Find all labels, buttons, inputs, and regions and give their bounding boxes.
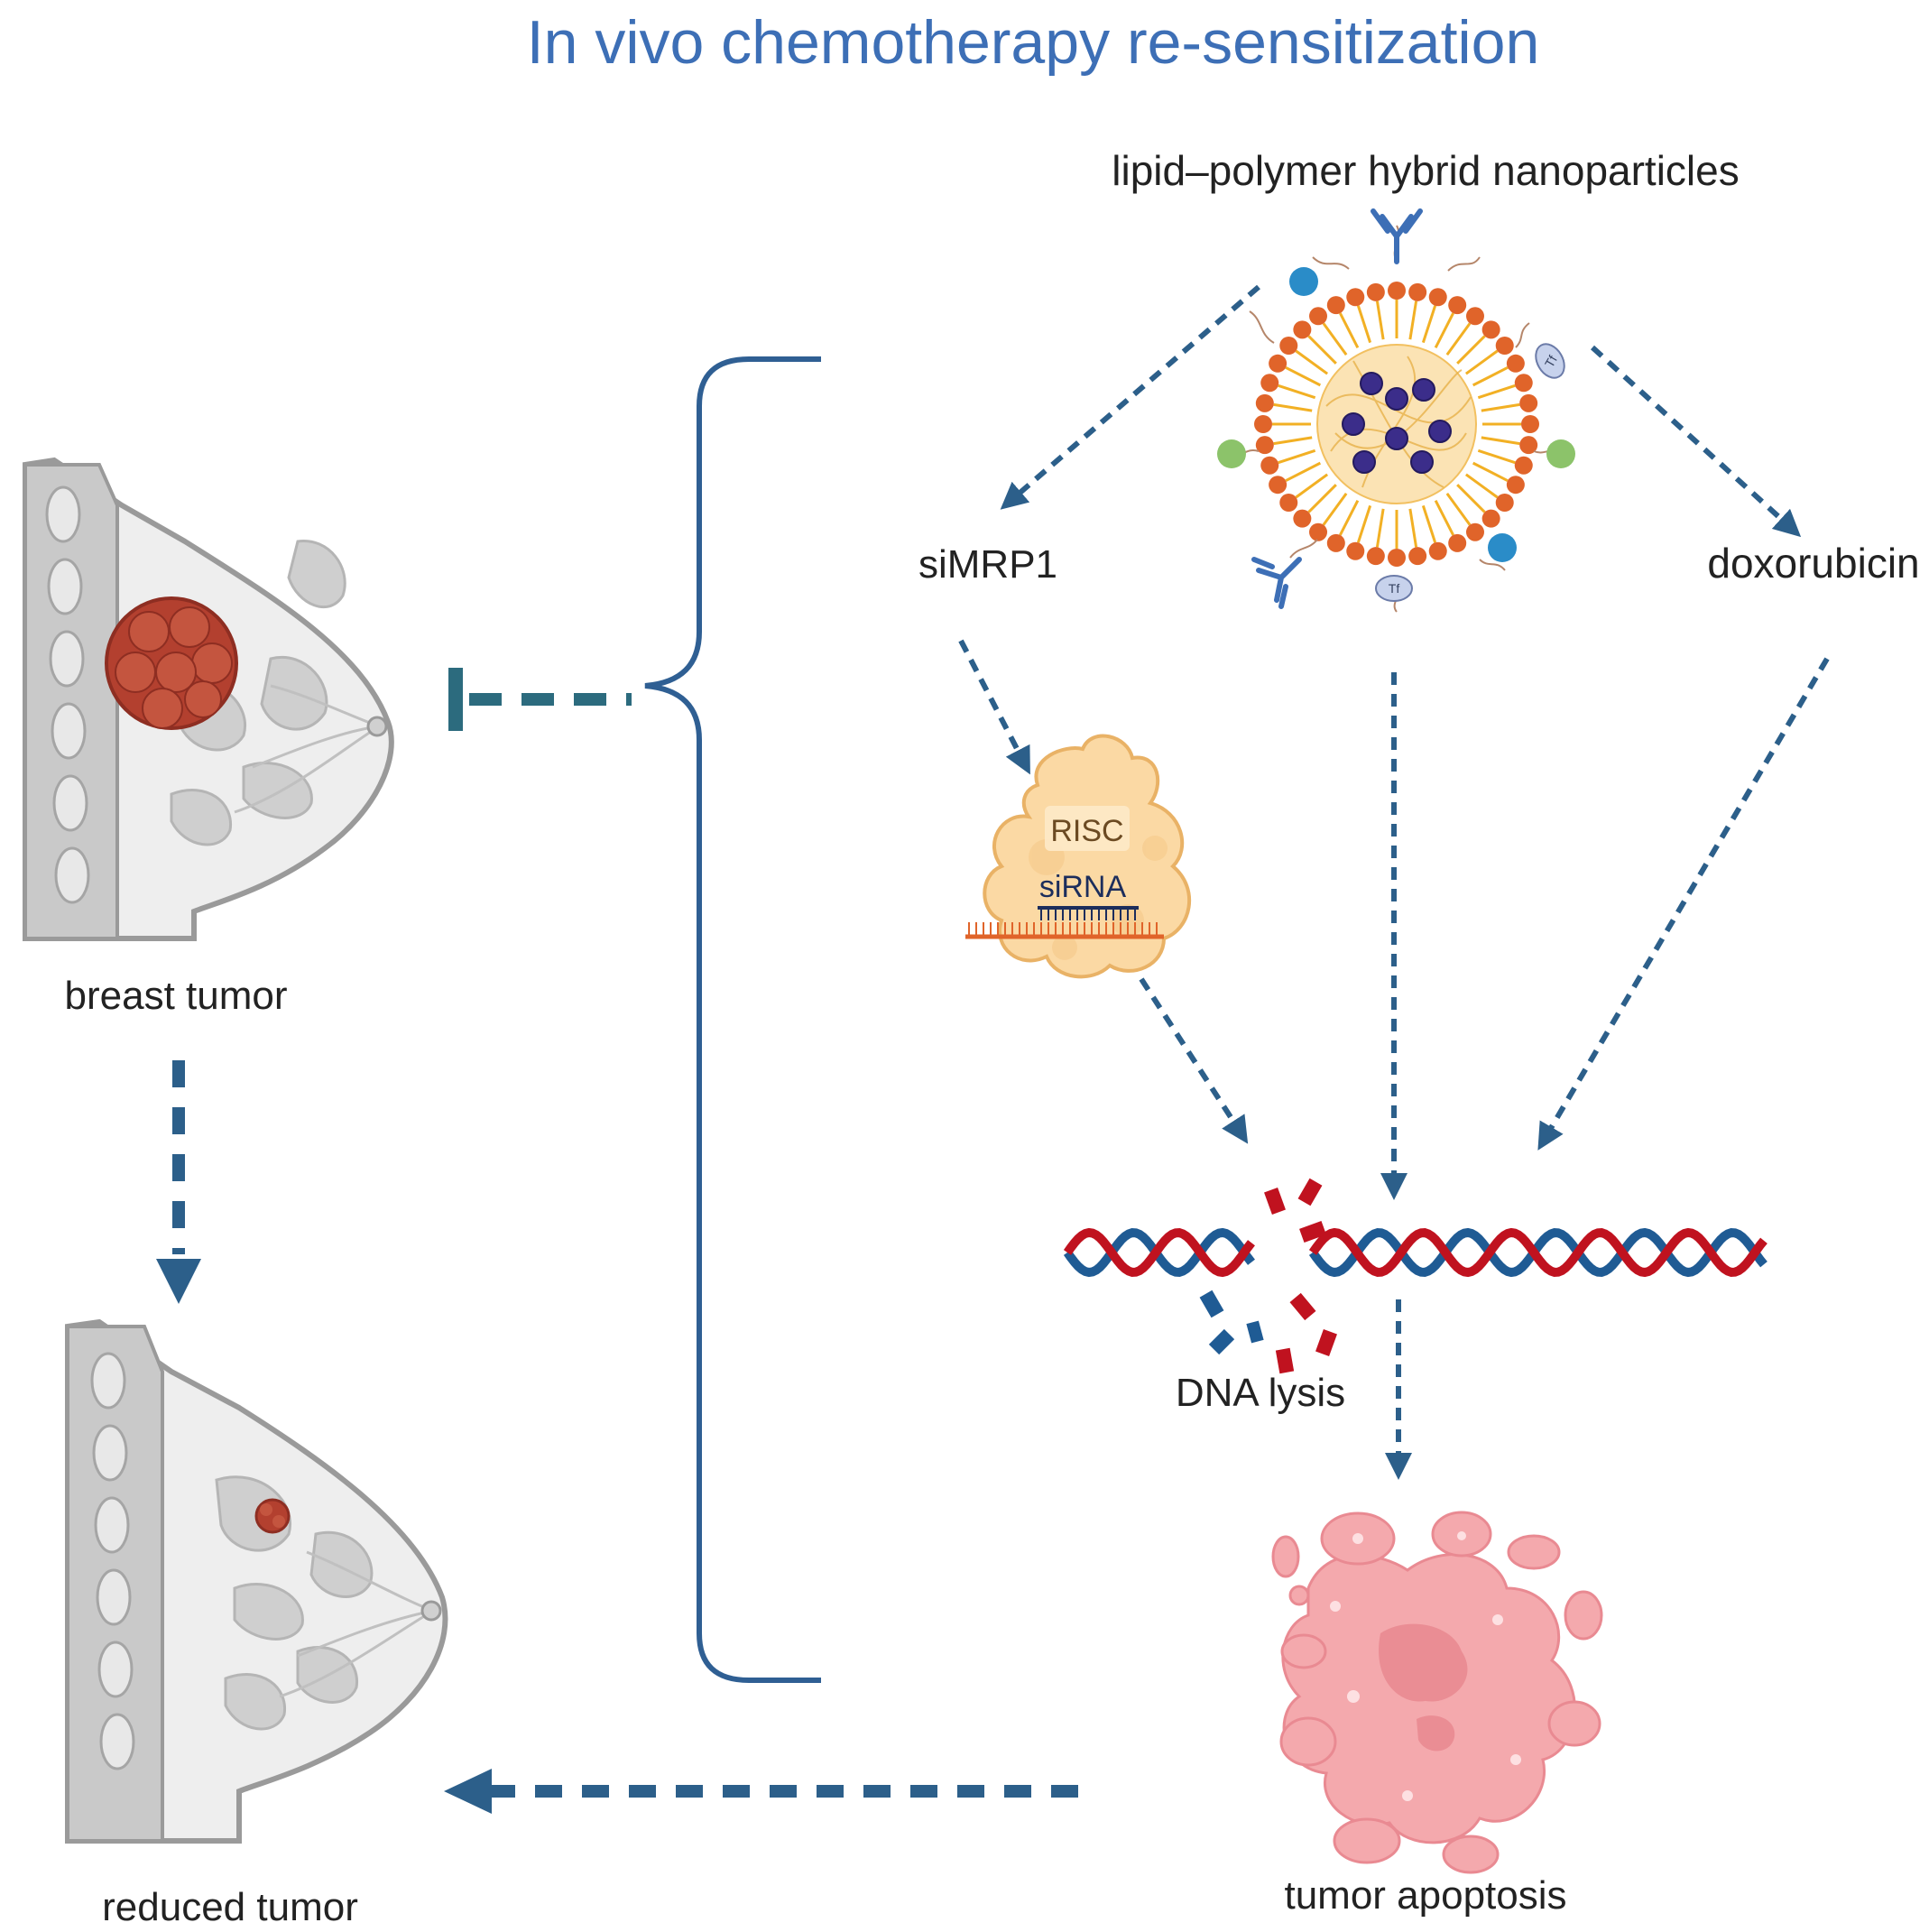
dna-helix-icon	[1063, 1178, 1767, 1374]
tf-label-2: Tf	[1389, 581, 1400, 596]
label-reduced-tumor: reduced tumor	[102, 1885, 358, 1929]
label-sirna: siRNA	[1039, 870, 1127, 904]
diagram-title: In vivo chemotherapy re-sensitization	[527, 8, 1540, 77]
arrowhead-down	[156, 1259, 201, 1304]
label-nanoparticles: lipid–polymer hybrid nanoparticles	[1112, 147, 1739, 194]
apoptotic-cell-icon	[1271, 1511, 1603, 1874]
arrow-dox-to-dna	[1537, 657, 1830, 1151]
breast-tumor-illustration	[23, 457, 394, 941]
label-tumor-apoptosis: tumor apoptosis	[1284, 1873, 1566, 1918]
tumor-small	[254, 1498, 291, 1534]
curly-brace	[644, 356, 821, 1683]
arrow-to-simrp1	[1000, 284, 1260, 510]
label-breast-tumor: breast tumor	[65, 974, 288, 1018]
reduced-tumor-illustration	[65, 1318, 448, 1844]
risc-complex-icon: RISC siRNA	[965, 734, 1191, 979]
nanoparticle-icon: Tf Tf	[1217, 208, 1575, 613]
tumor-large	[105, 596, 238, 730]
label-simrp1: siMRP1	[918, 542, 1057, 587]
label-dna-lysis: DNA lysis	[1176, 1371, 1345, 1415]
label-doxorubicin: doxorubicin	[1707, 540, 1919, 587]
arrow-to-risc	[958, 639, 1030, 775]
arrow-to-doxorubicin	[1590, 345, 1802, 538]
arrowhead-left	[444, 1769, 492, 1814]
arrow-risc-to-dna	[1139, 977, 1249, 1144]
label-risc: RISC	[1050, 814, 1123, 848]
